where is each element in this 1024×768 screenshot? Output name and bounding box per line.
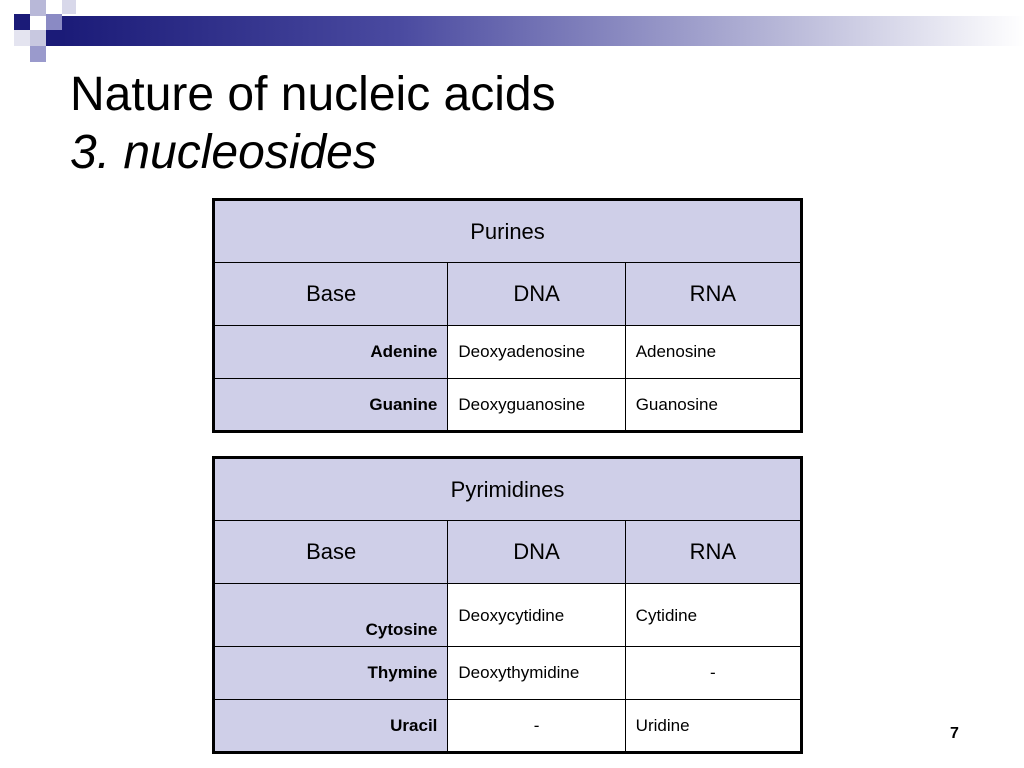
rna-nucleoside: Uridine <box>624 699 803 753</box>
decor-square <box>46 30 62 46</box>
table-row: Thymine Deoxythymidine - <box>212 646 803 700</box>
slide-subtitle: 3. nucleosides <box>70 126 377 179</box>
decor-square <box>46 14 62 30</box>
dna-nucleoside: Deoxythymidine <box>447 646 626 700</box>
column-header-base: Base <box>212 520 449 584</box>
decor-square <box>14 14 30 30</box>
decor-square <box>30 0 46 16</box>
decor-square <box>14 30 30 46</box>
purines-table: Purines Base DNA RNA Adenine Deoxyadenos… <box>212 198 803 433</box>
purines-table-title: Purines <box>213 199 802 263</box>
column-header-base: Base <box>212 262 449 326</box>
column-header-dna: DNA <box>447 520 626 584</box>
dna-nucleoside: Deoxyguanosine <box>447 378 626 432</box>
column-header-rna: RNA <box>624 262 803 326</box>
base-name: Adenine <box>212 325 449 379</box>
decor-square <box>30 30 46 46</box>
column-header-dna: DNA <box>447 262 626 326</box>
decor-square <box>30 46 46 62</box>
slide-title: Nature of nucleic acids <box>70 68 556 121</box>
rna-nucleoside: - <box>624 646 803 700</box>
rna-nucleoside: Adenosine <box>624 325 803 379</box>
dna-nucleoside: Deoxycytidine <box>447 583 626 647</box>
base-name: Thymine <box>212 646 449 700</box>
rna-nucleoside: Guanosine <box>624 378 803 432</box>
dna-nucleoside: - <box>447 699 626 753</box>
base-name: Cytosine <box>212 583 449 647</box>
pyrimidines-table-title: Pyrimidines <box>213 457 802 521</box>
base-name: Uracil <box>212 699 449 753</box>
pyrimidines-table: Pyrimidines Base DNA RNA Cytosine Deoxyc… <box>212 456 803 754</box>
header-gradient-bar <box>62 16 1024 46</box>
table-row: Guanine Deoxyguanosine Guanosine <box>212 378 803 432</box>
table-row: Adenine Deoxyadenosine Adenosine <box>212 325 803 379</box>
base-name: Guanine <box>212 378 449 432</box>
decor-square <box>62 0 76 14</box>
dna-nucleoside: Deoxyadenosine <box>447 325 626 379</box>
page-number: 7 <box>950 725 959 742</box>
slide-title-block: Nature of nucleic acids 3. nucleosides <box>70 66 556 182</box>
column-header-rna: RNA <box>624 520 803 584</box>
table-row: Cytosine Deoxycytidine Cytidine <box>212 583 803 647</box>
rna-nucleoside: Cytidine <box>624 583 803 647</box>
table-row: Uracil - Uridine <box>212 699 803 753</box>
